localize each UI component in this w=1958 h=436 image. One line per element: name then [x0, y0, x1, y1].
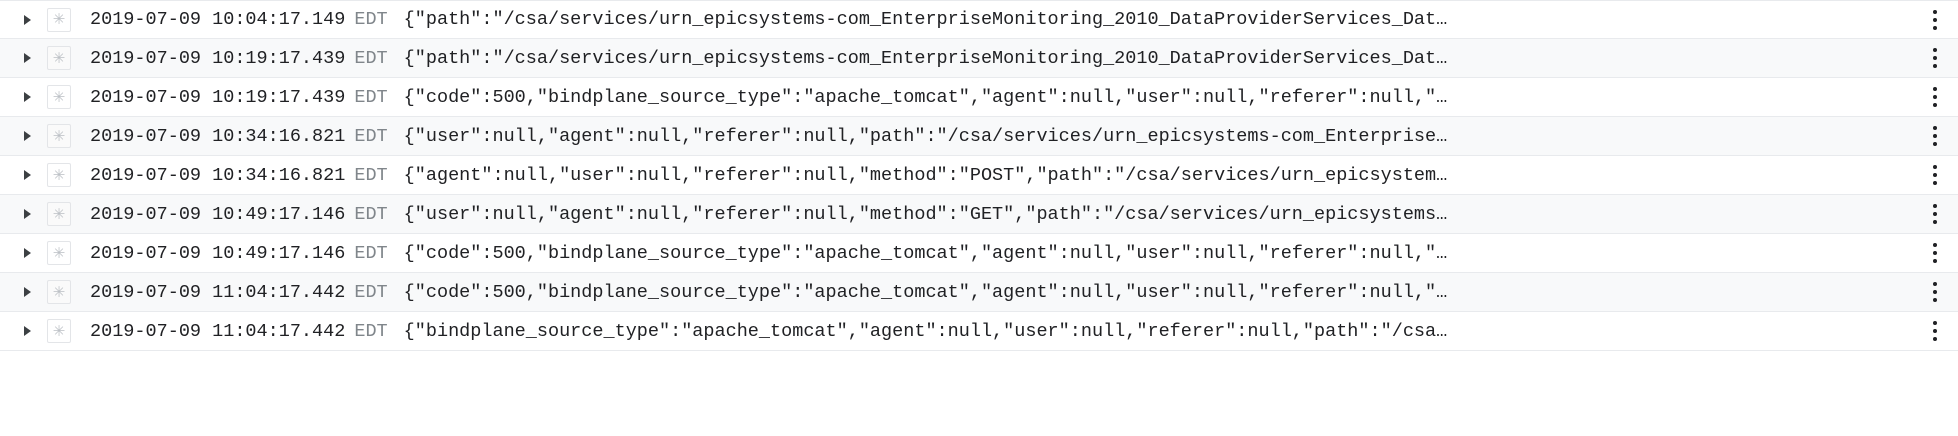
row-overflow-menu-button[interactable]	[1912, 117, 1958, 155]
row-overflow-menu-button[interactable]	[1912, 78, 1958, 116]
expand-row-button[interactable]	[14, 131, 40, 141]
log-message: {"code":500,"bindplane_source_type":"apa…	[403, 86, 1448, 108]
log-row-7[interactable]: ✳ 2019-07-09 10:49:17.146 EDT {"code":50…	[0, 234, 1958, 273]
expand-row-button[interactable]	[14, 248, 40, 258]
kebab-menu-icon	[1933, 48, 1937, 68]
kebab-menu-icon	[1933, 321, 1937, 341]
log-message: {"user":null,"agent":null,"referer":null…	[403, 203, 1448, 225]
log-message: {"bindplane_source_type":"apache_tomcat"…	[403, 320, 1448, 342]
star-entry-button[interactable]: ✳	[44, 319, 74, 343]
caret-right-icon	[23, 170, 31, 180]
star-entry-button[interactable]: ✳	[44, 46, 74, 70]
log-timezone: EDT	[354, 164, 388, 186]
caret-right-icon	[23, 14, 31, 25]
log-timezone: EDT	[354, 125, 388, 147]
log-timezone: EDT	[354, 203, 388, 225]
asterisk-icon: ✳	[47, 319, 71, 343]
row-overflow-menu-button[interactable]	[1912, 273, 1958, 311]
kebab-menu-icon	[1933, 165, 1937, 185]
log-timezone: EDT	[354, 47, 388, 69]
asterisk-icon: ✳	[47, 124, 71, 148]
caret-right-icon	[23, 92, 31, 102]
log-timestamp: 2019-07-09 11:04:17.442	[90, 281, 346, 303]
log-timestamp: 2019-07-09 10:34:16.821	[90, 164, 346, 186]
star-entry-button[interactable]: ✳	[44, 202, 74, 226]
log-row-3[interactable]: ✳ 2019-07-09 10:19:17.439 EDT {"code":50…	[0, 78, 1958, 117]
log-message: {"path":"/csa/services/urn_epicsystems-c…	[403, 9, 1448, 30]
log-message: {"path":"/csa/services/urn_epicsystems-c…	[403, 47, 1448, 69]
log-row-5[interactable]: ✳ 2019-07-09 10:34:16.821 EDT {"agent":n…	[0, 156, 1958, 195]
log-row-9[interactable]: ✳ 2019-07-09 11:04:17.442 EDT {"bindplan…	[0, 312, 1958, 351]
log-timezone: EDT	[354, 320, 388, 342]
star-entry-button[interactable]: ✳	[44, 163, 74, 187]
log-row-4[interactable]: ✳ 2019-07-09 10:34:16.821 EDT {"user":nu…	[0, 117, 1958, 156]
row-overflow-menu-button[interactable]	[1912, 39, 1958, 77]
log-timestamp: 2019-07-09 10:04:17.149	[90, 9, 346, 30]
kebab-menu-icon	[1933, 9, 1937, 30]
asterisk-icon: ✳	[47, 46, 71, 70]
caret-right-icon	[23, 326, 31, 336]
expand-row-button[interactable]	[14, 209, 40, 219]
row-overflow-menu-button[interactable]	[1912, 1, 1958, 38]
expand-row-button[interactable]	[14, 170, 40, 180]
star-entry-button[interactable]: ✳	[44, 280, 74, 304]
log-row-8[interactable]: ✳ 2019-07-09 11:04:17.442 EDT {"code":50…	[0, 273, 1958, 312]
log-timestamp: 2019-07-09 10:49:17.146	[90, 242, 346, 264]
asterisk-icon: ✳	[47, 7, 71, 32]
log-message: {"code":500,"bindplane_source_type":"apa…	[403, 281, 1448, 303]
asterisk-icon: ✳	[47, 241, 71, 265]
log-timezone: EDT	[354, 281, 388, 303]
expand-row-button[interactable]	[14, 287, 40, 297]
log-timestamp: 2019-07-09 10:49:17.146	[90, 203, 346, 225]
expand-row-button[interactable]	[14, 14, 40, 25]
expand-row-button[interactable]	[14, 53, 40, 63]
log-row-1[interactable]: ✳ 2019-07-09 10:04:17.149 EDT {"path":"/…	[0, 0, 1958, 39]
log-timestamp: 2019-07-09 10:19:17.439	[90, 86, 346, 108]
log-timezone: EDT	[354, 9, 388, 30]
asterisk-icon: ✳	[47, 85, 71, 109]
caret-right-icon	[23, 287, 31, 297]
caret-right-icon	[23, 53, 31, 63]
caret-right-icon	[23, 248, 31, 258]
log-timestamp: 2019-07-09 10:19:17.439	[90, 47, 346, 69]
kebab-menu-icon	[1933, 282, 1937, 302]
kebab-menu-icon	[1933, 243, 1937, 263]
kebab-menu-icon	[1933, 126, 1937, 146]
kebab-menu-icon	[1933, 204, 1937, 224]
star-entry-button[interactable]: ✳	[44, 124, 74, 148]
asterisk-icon: ✳	[47, 163, 71, 187]
asterisk-icon: ✳	[47, 202, 71, 226]
caret-right-icon	[23, 209, 31, 219]
expand-row-button[interactable]	[14, 92, 40, 102]
log-timestamp: 2019-07-09 10:34:16.821	[90, 125, 346, 147]
asterisk-icon: ✳	[47, 280, 71, 304]
caret-right-icon	[23, 131, 31, 141]
log-timestamp: 2019-07-09 11:04:17.442	[90, 320, 346, 342]
row-overflow-menu-button[interactable]	[1912, 234, 1958, 272]
log-timezone: EDT	[354, 86, 388, 108]
row-overflow-menu-button[interactable]	[1912, 156, 1958, 194]
log-message: {"code":500,"bindplane_source_type":"apa…	[403, 242, 1448, 264]
row-overflow-menu-button[interactable]	[1912, 195, 1958, 233]
log-message: {"user":null,"agent":null,"referer":null…	[403, 125, 1448, 147]
kebab-menu-icon	[1933, 87, 1937, 107]
star-entry-button[interactable]: ✳	[44, 241, 74, 265]
log-message: {"agent":null,"user":null,"referer":null…	[403, 164, 1448, 186]
expand-row-button[interactable]	[14, 326, 40, 336]
log-timezone: EDT	[354, 242, 388, 264]
log-row-2[interactable]: ✳ 2019-07-09 10:19:17.439 EDT {"path":"/…	[0, 39, 1958, 78]
star-entry-button[interactable]: ✳	[44, 7, 74, 32]
star-entry-button[interactable]: ✳	[44, 85, 74, 109]
log-row-6[interactable]: ✳ 2019-07-09 10:49:17.146 EDT {"user":nu…	[0, 195, 1958, 234]
row-overflow-menu-button[interactable]	[1912, 312, 1958, 350]
